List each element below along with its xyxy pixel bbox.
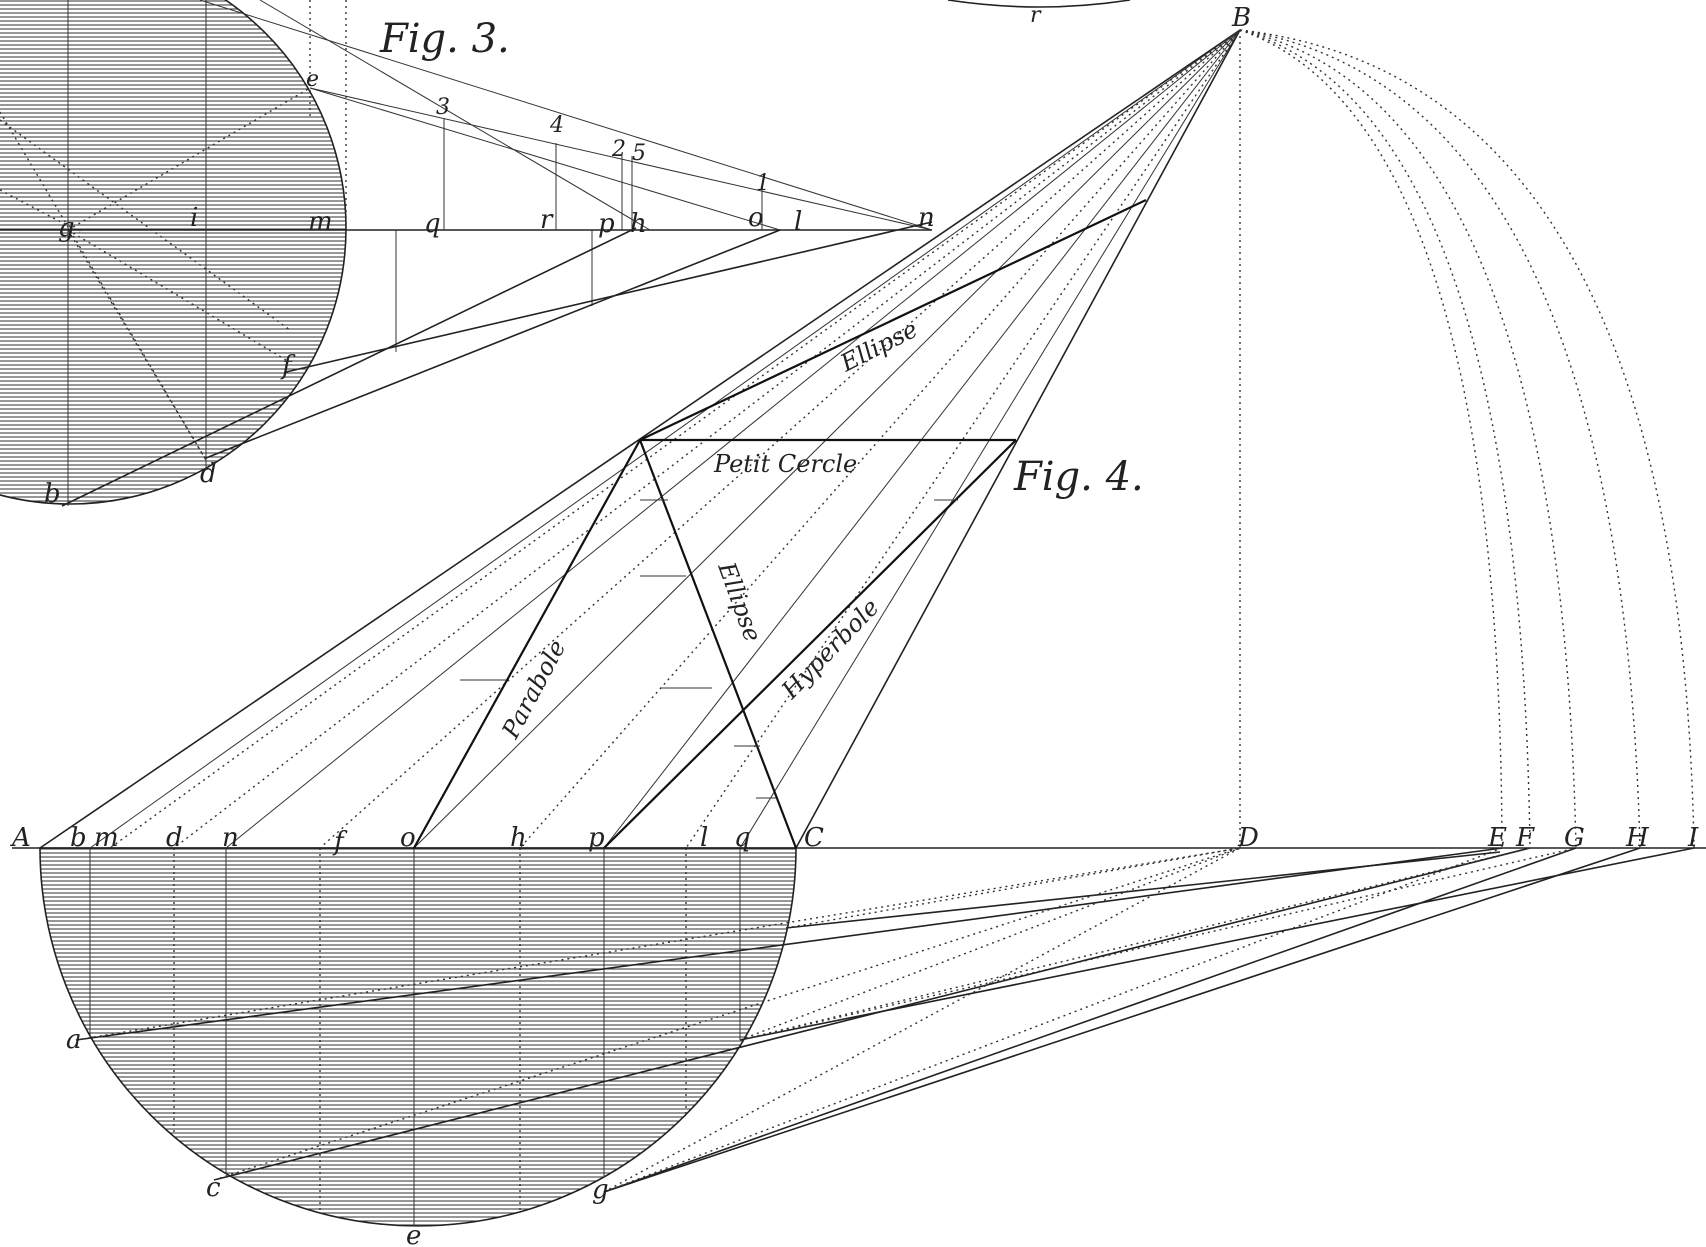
fig4-label-g: g [592, 1175, 609, 1205]
fig3-label-g: g [58, 213, 75, 243]
fig3-label-r-top: r [1030, 3, 1042, 28]
fig4-label-h: h [510, 823, 527, 853]
fig3-group: Fig. 3. r e 3 4 2 5 1 g i m q r p h o l … [0, 0, 1042, 509]
fig3-label-p: p [598, 209, 615, 239]
fig3-line-b [61, 227, 637, 507]
label-petit-cercle: Petit Cercle [713, 450, 857, 478]
fig3-radial [67, 229, 287, 361]
fig4-label-d: d [166, 823, 183, 853]
fig4-dotted-to-D [785, 847, 1241, 929]
fig4-label-n: n [222, 823, 239, 853]
fig4-dotted-to-D [739, 847, 1241, 1041]
fig3-label-b: b [44, 479, 61, 509]
fig3-title: Fig. 3. [379, 16, 510, 62]
fig4-dotted-ray [319, 29, 1241, 849]
fig4-label-F: F [1515, 823, 1535, 853]
fig3-label-h: h [630, 209, 647, 239]
fig4-cone-edge-right [795, 29, 1241, 849]
fig4-line [785, 851, 1501, 929]
fig3-radial [67, 229, 207, 461]
label-ellipse-upper: Ellipse [835, 315, 922, 378]
fig3-line-f [285, 221, 933, 373]
fig4-label-I: I [1687, 823, 1699, 853]
fig3-label-e: e [306, 67, 319, 92]
label-ellipse-diag: Ellipse [712, 558, 767, 646]
fig4-line-g2 [603, 847, 1577, 1193]
fig4-arc-H [1239, 29, 1641, 849]
hyperbole-line [603, 439, 1017, 849]
fig4-label-A: A [10, 823, 31, 853]
fig4-label-D: D [1237, 823, 1259, 853]
fig4-dotted [739, 847, 1531, 1041]
fig4-line-a [75, 847, 1503, 1041]
fig4-title: Fig. 4. [1013, 454, 1144, 500]
fig3-label-i: i [190, 203, 198, 233]
fig4-dotted [603, 847, 1503, 1193]
fig3-line [309, 87, 933, 231]
fig3-line [259, 0, 651, 231]
fig4-label-H: H [1625, 823, 1650, 853]
parabole-line [413, 439, 641, 849]
fig3-upper-line [199, 0, 933, 231]
fig4-dotted-to-D [75, 847, 1241, 1041]
fig3-label-1: 1 [756, 171, 770, 196]
ellipse-upper-line [639, 199, 1147, 441]
fig3-label-o: o [748, 203, 764, 233]
fig3-label-q: q [424, 209, 441, 239]
fig3-line-e [309, 87, 781, 231]
fig4-label-G: G [1564, 823, 1585, 853]
fig4-arc-E [1239, 29, 1503, 849]
fig4-label-p: p [588, 823, 605, 853]
fig4-label-a: a [66, 1025, 82, 1055]
fig4-label-l: l [700, 823, 708, 853]
fig4-label-c: c [206, 1173, 221, 1203]
fig3-label-3: 3 [436, 95, 450, 120]
fig4-label-E: E [1487, 823, 1507, 853]
fig4-label-q: q [734, 823, 751, 853]
fig3-label-m: m [308, 207, 333, 237]
label-hyperbole: Hyperbole [775, 593, 884, 705]
fig4-label-m: m [94, 823, 119, 853]
fig4-dotted-ray [173, 29, 1241, 849]
fig4-arc-F [1239, 29, 1531, 849]
label-parabole: Parabole [496, 635, 571, 743]
fig3-label-r: r [540, 205, 554, 235]
fig3-label-2: 2 [611, 137, 626, 162]
fig3-label-d: d [200, 459, 217, 489]
fig3-circle [0, 0, 347, 505]
fig4-dotted-to-D [603, 847, 1241, 1193]
top-arc [947, 0, 1131, 8]
fig3-label-l: l [794, 207, 802, 237]
fig4-line-g [603, 847, 1641, 1193]
fig4-label-C: C [804, 823, 824, 853]
fig4-label-b: b [70, 823, 87, 853]
fig4-dotted-ray [519, 29, 1241, 849]
ellipse-diag-line [638, 439, 798, 849]
fig4-label-e: e [406, 1221, 421, 1247]
fig4-label-o: o [400, 823, 416, 853]
fig4-arc-I [1239, 29, 1695, 849]
fig3-line-d [205, 229, 781, 459]
fig4-semicircle [39, 847, 797, 1227]
fig4-arc-G [1239, 29, 1577, 849]
fig3-label-n: n [918, 203, 935, 233]
fig3-radial [0, 111, 207, 461]
fig4-label-B: B [1231, 3, 1251, 33]
fig3-label-5: 5 [632, 141, 646, 166]
fig3-label-4: 4 [549, 113, 564, 138]
fig4-dotted [739, 847, 1577, 1041]
fig4-line-k [739, 847, 1695, 1041]
